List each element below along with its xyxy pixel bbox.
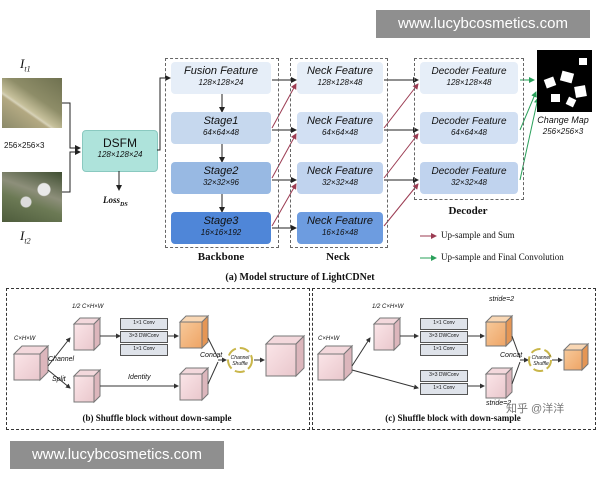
backbone-stage3: Stage3 16×16×192 [171,212,271,244]
b-split-label: Split [52,376,66,383]
backbone-stage2: Stage2 32×32×96 [171,162,271,194]
dsfm-label: DSFM [103,136,137,150]
arrow-t1-dsfm [62,102,81,151]
b-dwconv: 3×3 DWConv [120,331,168,343]
neck-feature-4: Neck Feature 16×16×48 [297,212,383,244]
neck-header: Neck [326,251,350,263]
c-stride-1: stride=2 [489,296,515,303]
neck-panel [290,58,388,248]
backbone-fusion: Fusion Feature 128×128×24 [171,62,271,94]
c-conv1: 1×1 Conv [420,318,468,330]
change-map-dims: 256×256×3 [542,127,584,136]
change-map-title: Change Map [537,115,589,125]
decoder-panel [414,58,524,200]
c-concat-label: Concat [500,352,523,359]
input-t1-label: It1 [20,56,31,74]
b-conv2: 1×1 Conv [120,344,168,356]
decoder-feature-1: Decoder Feature 128×128×48 [420,62,518,94]
input-t2-label: It2 [20,228,31,246]
site-mark: 知乎 @洋洋 [506,403,565,415]
backbone-panel [165,58,279,248]
legend-sum: Up-sample and Sum [441,230,515,240]
c-half-dims: 1/2 C×H×W [372,304,404,310]
neck-feature-1: Neck Feature 128×128×48 [297,62,383,94]
arrow-t2-dsfm [62,149,81,193]
c-conv-2: 1×1 Conv [420,383,468,395]
b-channel-label: Channel [48,356,75,363]
shuffle-diagram-svg [12,314,590,404]
b-conv1: 1×1 Conv [120,318,168,330]
caption-a: (a) Model structure of LightCDNet [225,272,375,283]
neck-feature-3: Neck Feature 32×32×48 [297,162,383,194]
backbone-header: Backbone [197,251,245,263]
panel-b [6,288,310,430]
caption-c: (c) Shuffle block with down-sample [385,413,521,423]
backbone-stage1: Stage1 64×64×48 [171,112,271,144]
watermark-bottom: www.lucybcosmetics.com [10,441,224,469]
input-dims: 256×256×3 [4,141,45,150]
neck-feature-2: Neck Feature 64×64×48 [297,112,383,144]
b-concat-label: Concat [200,352,223,359]
c-input-dims: C×H×W [318,336,340,342]
panel-c [312,288,596,430]
b-identity-label: Identity [128,374,151,381]
b-input-dims: C×H×W [14,336,36,342]
decoder-feature-2: Decoder Feature 64×64×48 [420,112,518,144]
change-map-image [537,50,592,112]
legend-final: Up-sample and Final Convolution [441,252,564,262]
dsfm-dims: 128×128×24 [97,150,143,159]
dsfm-block: DSFM 128×128×24 [82,130,158,172]
b-half-dims: 1/2 C×H×W [72,304,104,310]
c-dwconv-2: 3×3 DWConv [420,370,468,382]
c-stride-2: stride=2 [486,400,512,407]
decoder-feature-3: Decoder Feature 32×32×48 [420,162,518,194]
c-shuffle-label: Channel Shuffle [531,355,551,367]
c-dwconv: 3×3 DWConv [420,331,468,343]
c-conv2: 1×1 Conv [420,344,468,356]
input-image-t1 [2,78,62,128]
caption-b: (b) Shuffle block without down-sample [82,413,232,423]
watermark-top: www.lucybcosmetics.com [376,10,590,38]
input-image-t2 [2,172,62,222]
b-shuffle-label: Channel Shuffle [230,355,250,367]
decoder-header: Decoder [448,205,488,217]
loss-ds-label: LossDS [103,195,128,208]
